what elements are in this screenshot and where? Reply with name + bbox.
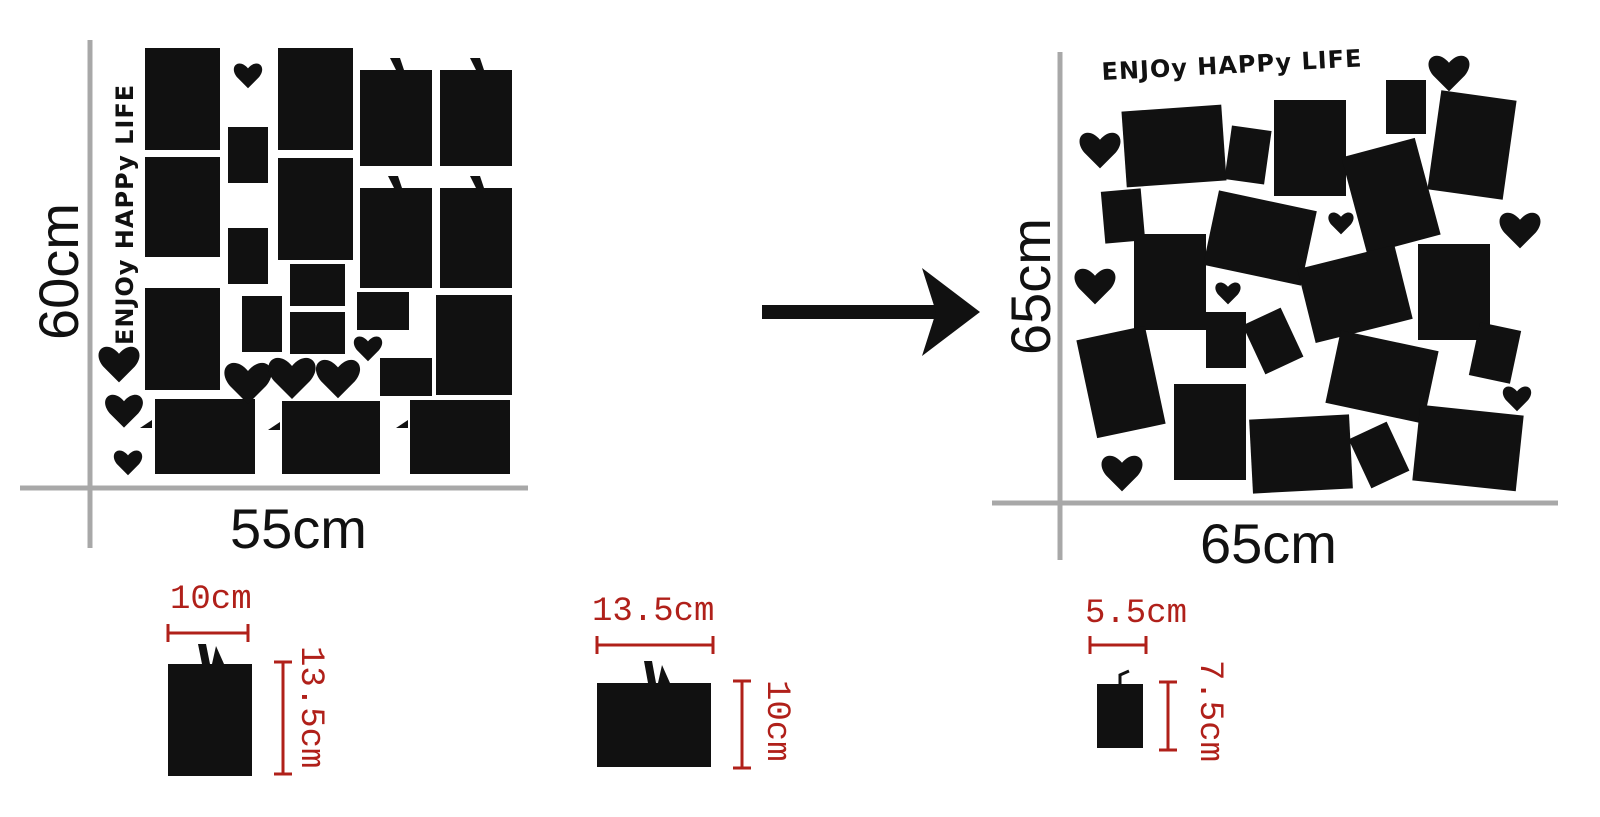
right-layout: ENJOy HAPPy LIFE [992, 44, 1558, 575]
size-1-width-label: 10cm [170, 581, 252, 619]
left-slogan: ENJOy HAPPy LIFE [111, 84, 139, 345]
size-3-height-label: 7.5cm [1190, 660, 1228, 762]
right-arrow-icon [762, 268, 980, 356]
right-height-label: 65cm [999, 218, 1062, 355]
size-1-height-label: 13.5cm [291, 646, 329, 768]
portrait-frame [168, 664, 252, 776]
size-2-height-label: 10cm [757, 680, 795, 762]
size-3-width-label: 5.5cm [1085, 595, 1187, 633]
right-width-label: 65cm [1200, 512, 1337, 575]
left-layout: ENJOy HAPPy LIFE [20, 40, 528, 560]
left-frames [140, 48, 512, 474]
size-2-width-label: 13.5cm [592, 593, 714, 631]
size-detail-small: 5.5cm 7.5cm [1085, 595, 1228, 762]
right-frames [1076, 80, 1524, 494]
size-detail-landscape: 13.5cm 10cm [592, 593, 795, 770]
size-detail-portrait: 10cm 13.5cm [166, 581, 329, 776]
small-frame [1097, 684, 1143, 748]
right-slogan: ENJOy HAPPy LIFE [1101, 44, 1363, 86]
landscape-frame [597, 683, 711, 767]
left-width-label: 55cm [230, 497, 367, 560]
left-height-label: 60cm [27, 203, 90, 340]
